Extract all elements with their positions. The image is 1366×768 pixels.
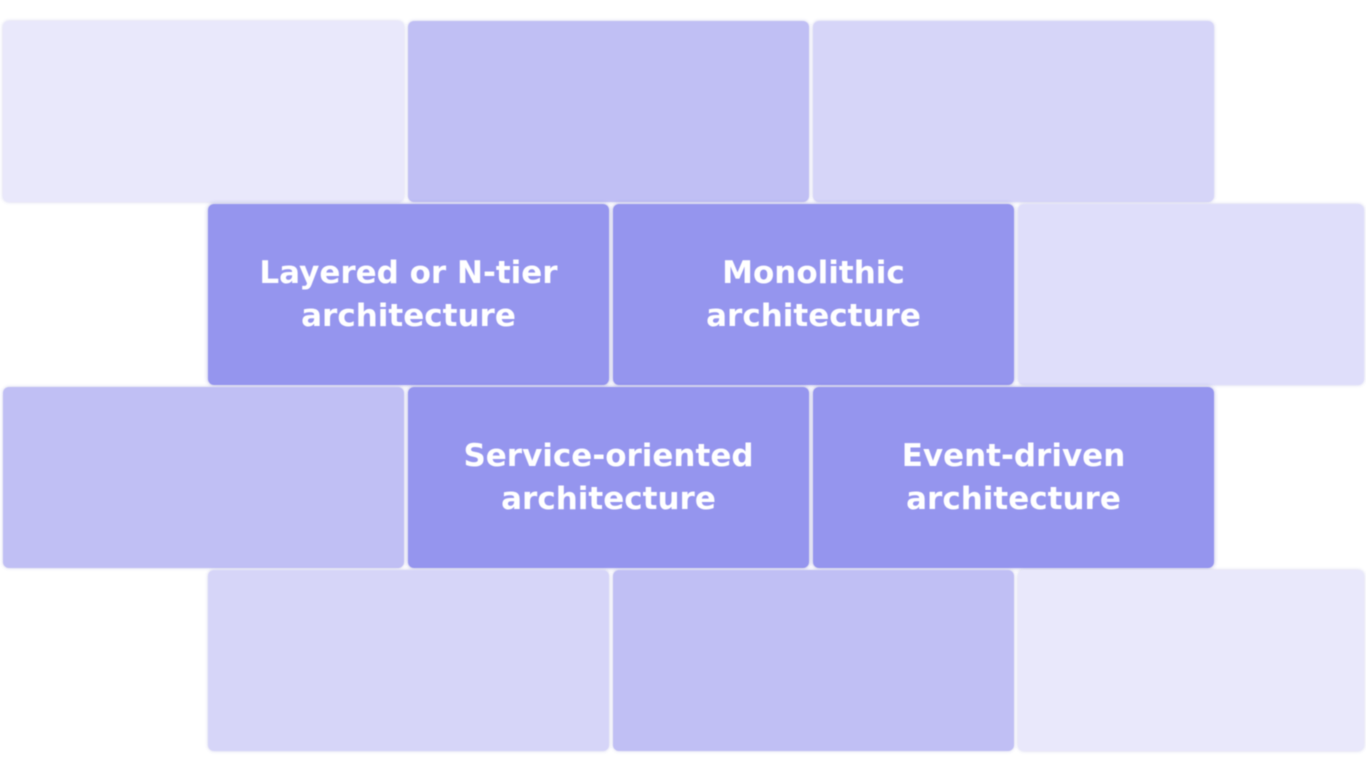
tile-label: Event-driven architecture [902, 435, 1126, 521]
tile-label: Layered or N-tier architecture [259, 252, 557, 338]
tile-label-line1: Layered or N-tier [259, 254, 558, 291]
tile-label: Service-oriented architecture [463, 435, 753, 521]
tile-label-line1: Service-oriented [463, 437, 754, 474]
tile-event-driven-architecture: Event-driven architecture [813, 387, 1214, 568]
tile-label-line2: architecture [501, 480, 716, 517]
decorative-tile [3, 21, 404, 202]
decorative-tile [1018, 204, 1364, 385]
tile-label-line1: Monolithic [722, 254, 905, 291]
decorative-tile [813, 21, 1214, 202]
decorative-tile [208, 570, 609, 751]
tile-monolithic-architecture: Monolithic architecture [613, 204, 1014, 385]
tile-label: Monolithic architecture [706, 252, 921, 338]
tile-label-line2: architecture [906, 480, 1121, 517]
decorative-tile [1018, 570, 1364, 751]
decorative-tile [3, 387, 404, 568]
tile-service-oriented-architecture: Service-oriented architecture [408, 387, 809, 568]
decorative-tile [613, 570, 1014, 751]
tile-label-line1: Event-driven [901, 437, 1126, 474]
tile-label-line2: architecture [301, 297, 516, 334]
tile-label-line2: architecture [706, 297, 921, 334]
decorative-tile [408, 21, 809, 202]
tile-layered-architecture: Layered or N-tier architecture [208, 204, 609, 385]
